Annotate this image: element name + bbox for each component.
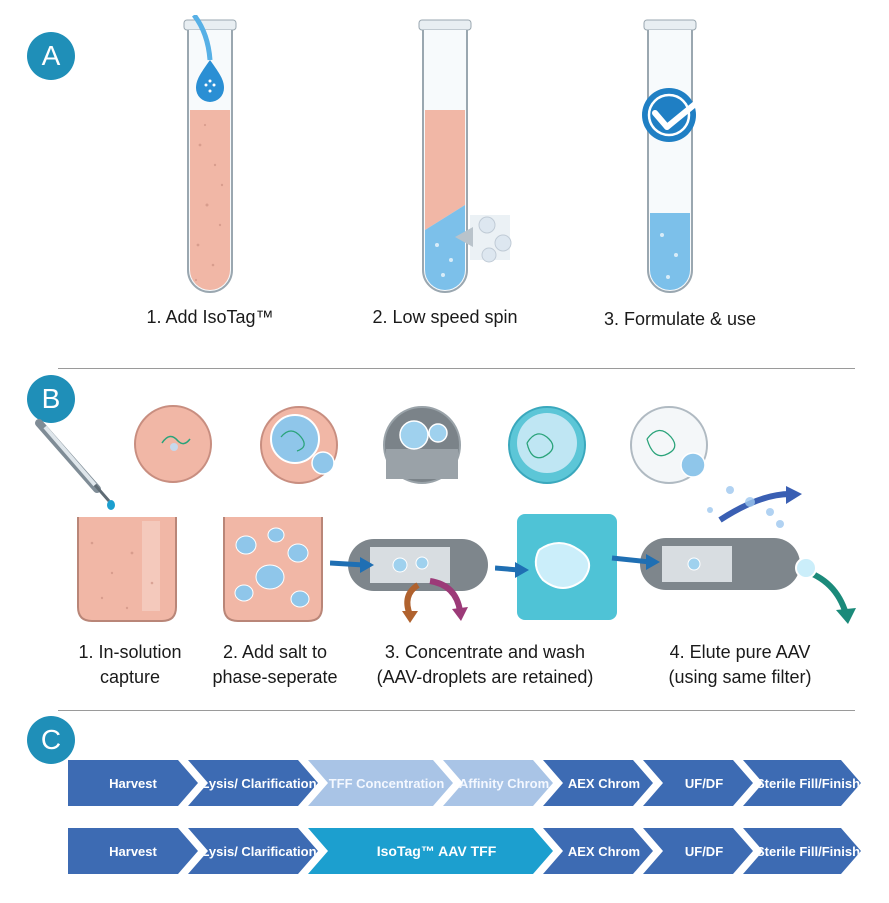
step-b3-label: 3. Concentrate and wash (AAV-droplets ar… [355, 640, 615, 690]
test-tube-2-illustration [418, 19, 512, 293]
step-b4-line1: 4. Elute pure AAV [669, 642, 811, 662]
row1-step-lysis: Lysis/ Clarification [188, 760, 318, 806]
row2-step-isotag: IsoTag™ AAV TFF [308, 828, 553, 874]
step-b1-line1: 1. In-solution [78, 642, 182, 662]
row1-step-harvest: Harvest [68, 760, 198, 806]
beaker-1-illustration [77, 517, 177, 622]
filter-cartridge-1-illustration [330, 539, 488, 623]
filter-wash-illustration [495, 514, 617, 620]
step-b1-label: 1. In-solution capture [45, 640, 215, 690]
filter-cartridge-2-illustration [611, 486, 856, 624]
magnified-view-4 [508, 406, 586, 484]
step-a3-label: 3. Formulate & use [603, 309, 757, 329]
section-a-badge: A [27, 32, 75, 80]
row2-step-aex: AEX Chrom [543, 828, 653, 874]
step-b3-line2: (AAV-droplets are retained) [376, 667, 594, 687]
row1-step-sterile: Sterile Fill/Finish [743, 760, 861, 806]
magnified-view-1 [134, 405, 212, 483]
row2-step-ufdf: UF/DF [643, 828, 753, 874]
step-b3-line1: 3. Concentrate and wash [384, 642, 586, 662]
step-b4-label: 4. Elute pure AAV (using same filter) [640, 640, 840, 690]
pipette-illustration [35, 419, 115, 510]
test-tube-3-illustration [643, 19, 697, 293]
divider-b-c [58, 710, 855, 711]
row1-step-ufdf: UF/DF [643, 760, 753, 806]
magnified-view-3 [383, 406, 461, 484]
row2-step-sterile: Sterile Fill/Finish [743, 828, 861, 874]
step-b1-line2: capture [99, 667, 161, 687]
step-a2-label: 2. Low speed spin [372, 307, 518, 327]
test-tube-1-illustration [183, 15, 237, 293]
row2-step-lysis: Lysis/ Clarification [188, 828, 318, 874]
section-b-badge: B [27, 375, 75, 423]
row1-step-aex: AEX Chrom [543, 760, 653, 806]
step-b4-line2: (using same filter) [668, 667, 812, 687]
row2-step-harvest: Harvest [68, 828, 198, 874]
step-b2-line2: phase-seperate [212, 667, 338, 687]
magnified-view-5 [630, 406, 708, 484]
step-a1-label: 1. Add IsoTag™ [146, 307, 274, 327]
row1-step-affinity: Affinity Chrom [443, 760, 553, 806]
row1-step-tff: TFF Concentration [308, 760, 453, 806]
step-b2-line1: 2. Add salt to [222, 642, 328, 662]
section-c-badge: C [27, 716, 75, 764]
magnified-view-2 [260, 406, 338, 484]
step-b2-label: 2. Add salt to phase-seperate [190, 640, 360, 690]
checkmark-badge-icon [642, 88, 713, 142]
divider-a-b [58, 368, 855, 369]
beaker-2-illustration [223, 517, 323, 622]
